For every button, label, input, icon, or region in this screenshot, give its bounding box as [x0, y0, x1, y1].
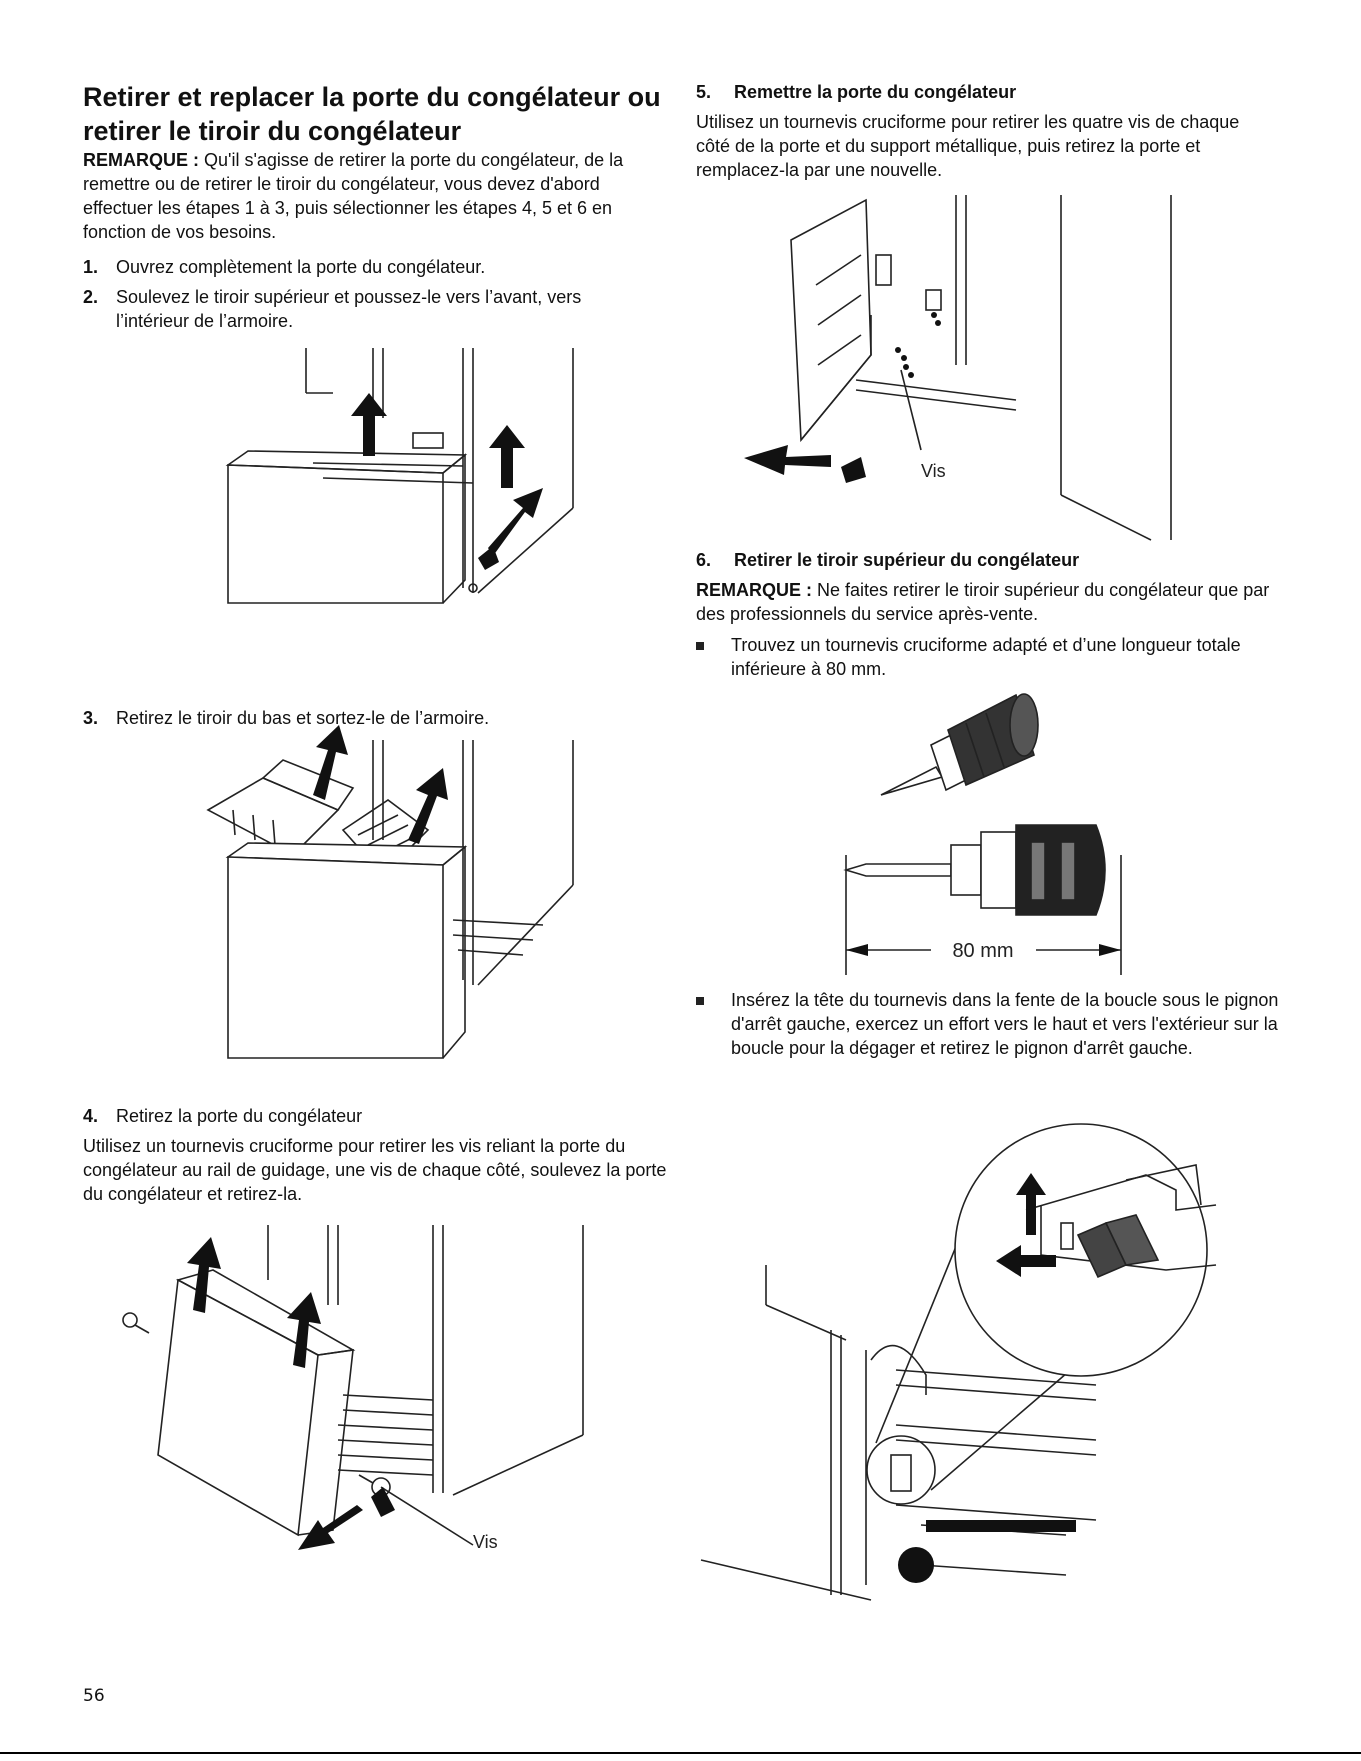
figure-screw-label: Vis: [473, 1532, 498, 1552]
step-text: Retirez la porte du congélateur: [116, 1106, 363, 1126]
note-paragraph: REMARQUE : Qu'il s'agisse de retirer la …: [83, 148, 668, 244]
bullet-text: Insérez la tête du tournevis dans la fen…: [731, 990, 1279, 1058]
step5-body: Utilisez un tournevis cruciforme pour re…: [696, 112, 1240, 180]
step-number: 3.: [83, 708, 99, 728]
screwdriver-icon: [880, 693, 1039, 796]
note-text: Qu'il s'agisse de retirer la porte du co…: [83, 150, 624, 242]
figure-remove-door: Vis: [122, 1225, 584, 1552]
note-text: Ne faites retirer le tiroir supérieur du…: [696, 580, 1270, 624]
bullet-square-icon: [696, 997, 704, 1005]
screwdriver-dimension-figure: 80 mm: [843, 824, 1122, 975]
note-label: REMARQUE :: [83, 150, 199, 170]
step-3: 3. Retirez le tiroir du bas et sortez-le…: [83, 706, 666, 730]
step-number: 5.: [696, 82, 712, 102]
step-title: Retirer le tiroir supérieur du congélate…: [734, 550, 1080, 570]
step6-heading: 6. Retirer le tiroir supérieur du congél…: [696, 548, 1276, 572]
note-label: REMARQUE :: [696, 580, 812, 600]
step-number: 6.: [696, 550, 712, 570]
figure-remove-bottom-drawer: [206, 725, 574, 1059]
step-title: Remettre la porte du congélateur: [734, 82, 1017, 102]
step-text: Soulevez le tiroir supérieur et poussez-…: [116, 287, 582, 331]
step4-body: Utilisez un tournevis cruciforme pour re…: [83, 1136, 667, 1204]
step-number: 4.: [83, 1106, 99, 1126]
figure-replace-door: Vis: [744, 195, 1172, 541]
section-title: Retirer et replacer la porte du congélat…: [83, 82, 661, 146]
dimension-label: 80 mm: [952, 940, 1013, 962]
figure-lift-drawer: [225, 348, 574, 604]
bullet-text: Trouvez un tournevis cruciforme adapté e…: [731, 635, 1241, 679]
step-number: 1.: [83, 257, 99, 277]
step-1: 1. Ouvrez complètement la porte du congé…: [83, 255, 666, 279]
step6-note: REMARQUE : Ne faites retirer le tiroir s…: [696, 578, 1276, 626]
step-4: 4. Retirez la porte du congélateur: [83, 1104, 666, 1128]
step-number: 2.: [83, 287, 99, 307]
step-2: 2. Soulevez le tiroir supérieur et pouss…: [83, 285, 646, 333]
bullet-item: Trouvez un tournevis cruciforme adapté e…: [696, 633, 1276, 681]
bullet-square-icon: [696, 642, 704, 650]
step-text: Retirez le tiroir du bas et sortez-le de…: [116, 708, 490, 728]
figure-remove-stop-pinion: [700, 1123, 1217, 1601]
figure-screw-label: Vis: [921, 461, 946, 481]
bullet-item: Insérez la tête du tournevis dans la fen…: [696, 988, 1301, 1060]
page-number: 56: [83, 1686, 105, 1706]
footer-divider: [0, 1752, 1361, 1754]
step-text: Ouvrez complètement la porte du congélat…: [116, 257, 486, 277]
step5-heading: 5. Remettre la porte du congélateur: [696, 80, 1276, 104]
